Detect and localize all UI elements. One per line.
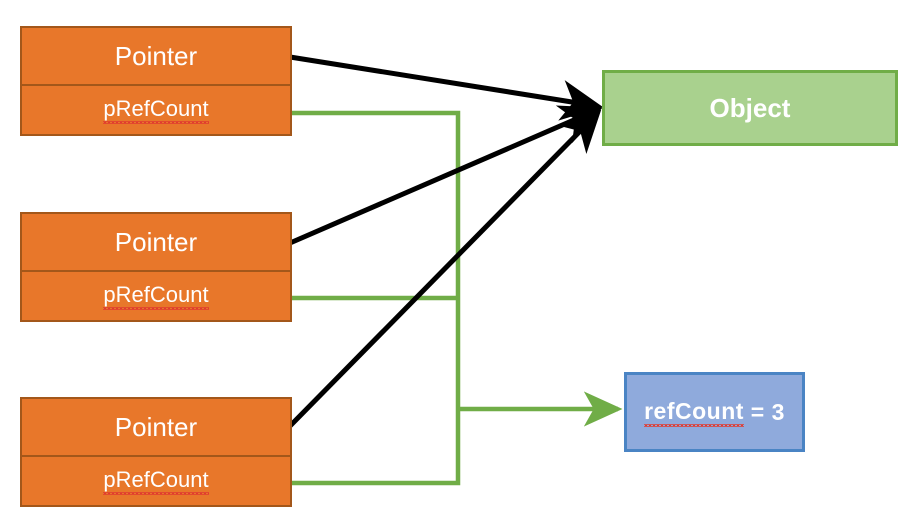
prefcount-connector-group [292,110,623,486]
refcount-equals-sign: = [743,398,772,425]
pointer-to-object-arrow-group [288,54,603,428]
pointer-2-to-object-arrow [289,105,603,246]
refcount-value: 3 [771,398,785,425]
prefcount-3-to-refcount-line [292,409,461,486]
pointer-struct-1[interactable]: Pointer pRefCount [20,26,292,136]
pointer-struct-2-refcount-field: pRefCount [22,272,290,320]
refcount-node[interactable]: refCount = 3 [624,372,805,452]
pointer-struct-2[interactable]: Pointer pRefCount [20,212,292,322]
pointer-struct-2-name: Pointer [22,214,290,272]
prefcount-1-to-refcount-line [292,110,461,409]
pointer-struct-1-name: Pointer [22,28,290,86]
object-node[interactable]: Object [602,70,898,146]
pointer-3-to-object-arrow [288,109,602,428]
pointer-struct-1-refcount-field: pRefCount [22,86,290,134]
pointer-struct-3[interactable]: Pointer pRefCount [20,397,292,507]
pointer-struct-3-name: Pointer [22,399,290,457]
object-node-label: Object [709,92,791,123]
pointer-struct-3-refcount-label: pRefCount [103,467,209,495]
pointer-struct-2-refcount-label: pRefCount [103,282,209,310]
pointer-1-to-object-arrow [289,54,603,121]
pointer-struct-3-refcount-field: pRefCount [22,457,290,505]
pointer-struct-1-refcount-label: pRefCount [103,96,209,124]
refcount-variable-label: refCount [644,398,744,427]
